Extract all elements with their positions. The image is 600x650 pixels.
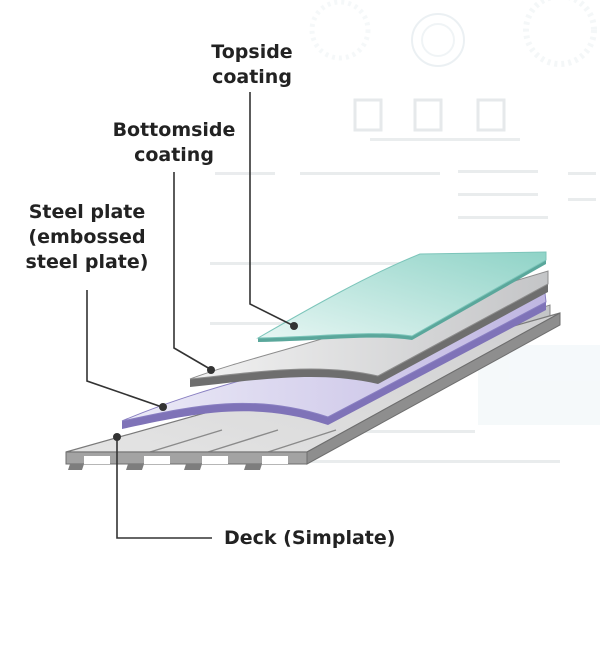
leader-steel xyxy=(86,290,163,408)
label-deck: Deck (Simplate) xyxy=(224,526,395,551)
dot-topside xyxy=(290,322,298,330)
label-bottomside-line-1: Bottomside xyxy=(112,119,236,141)
label-bottomside-coating: Bottomside coating xyxy=(104,118,244,168)
leader-lines xyxy=(86,92,295,539)
label-steel-line-2: (embossed xyxy=(28,226,146,248)
label-topside-coating: Topside coating xyxy=(197,40,307,90)
label-steel-line-3: steel plate) xyxy=(25,251,149,273)
label-deck-text: Deck (Simplate) xyxy=(224,527,396,549)
dot-bottomside xyxy=(207,366,215,374)
label-steel-line-1: Steel plate xyxy=(28,201,146,223)
leader-bottomside xyxy=(173,172,211,370)
dot-steel xyxy=(159,403,167,411)
topside-coating-layer xyxy=(256,251,547,342)
label-steel-plate: Steel plate (embossed steel plate) xyxy=(14,200,160,275)
dot-deck xyxy=(113,433,121,441)
leader-dots xyxy=(113,322,298,441)
label-topside-line-1: Topside xyxy=(211,41,293,63)
label-bottomside-line-2: coating xyxy=(134,144,214,166)
label-topside-line-2: coating xyxy=(212,66,292,88)
certificate-watermark xyxy=(210,0,600,463)
leader-topside xyxy=(249,92,295,327)
leader-deck xyxy=(116,437,212,539)
